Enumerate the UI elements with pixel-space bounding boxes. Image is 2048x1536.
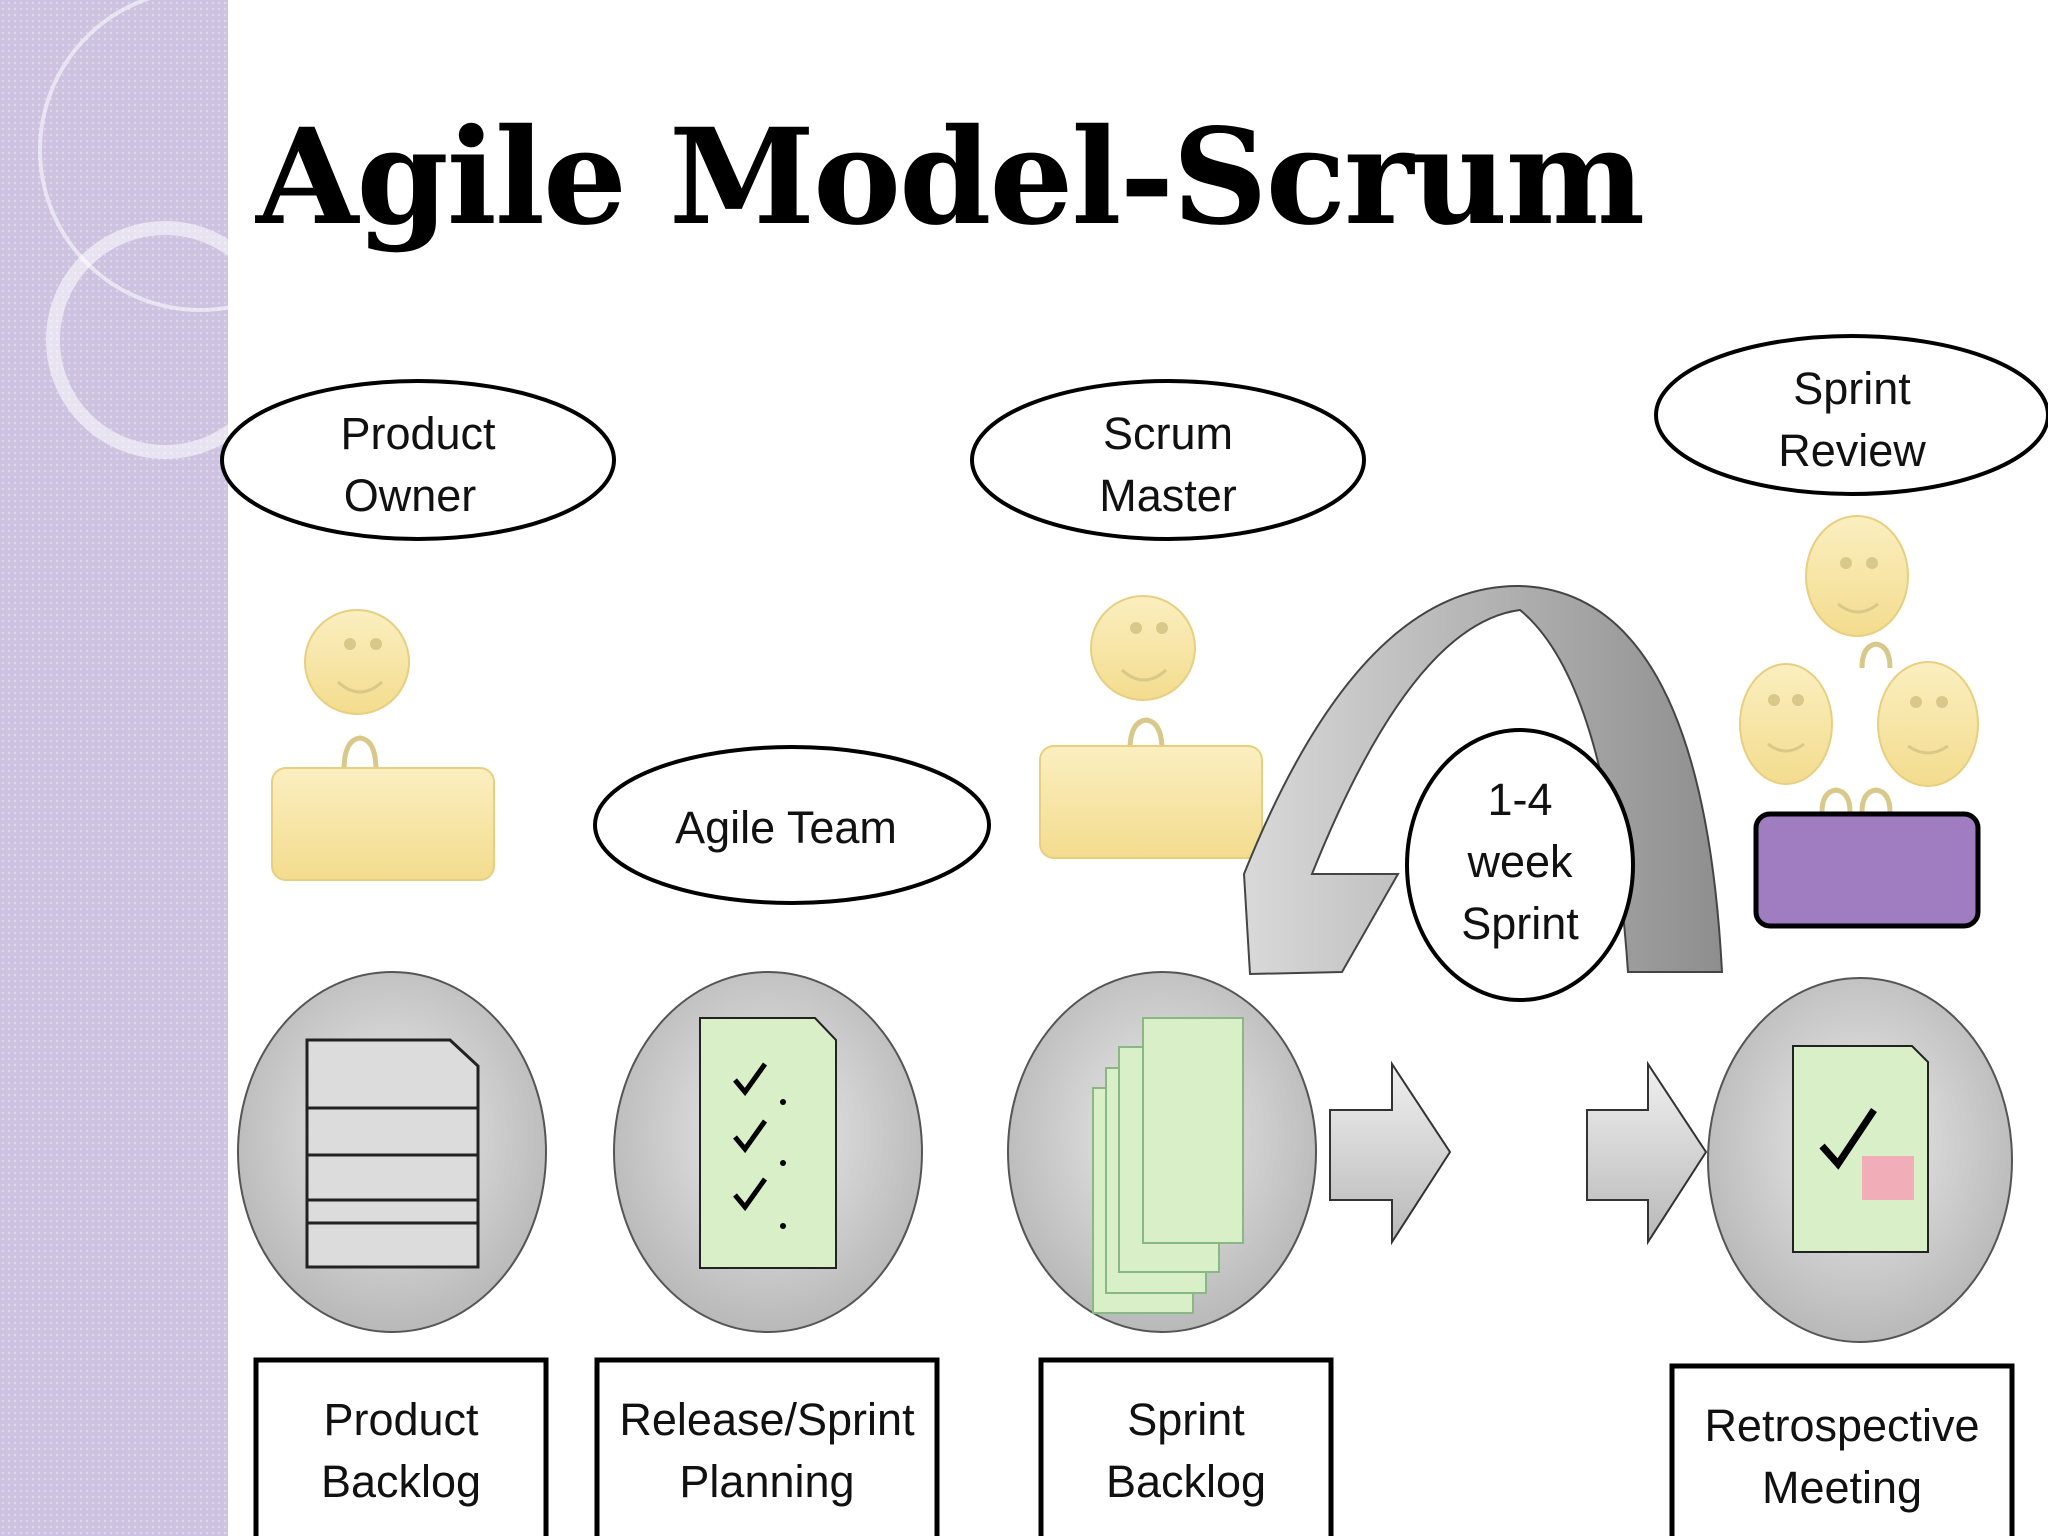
sprint-backlog-label-line1: Sprint (1127, 1394, 1245, 1445)
flow-arrow-2-icon (1586, 1060, 1708, 1246)
release-planning-box: Release/Sprint Planning (594, 1357, 940, 1536)
sprint-loop-label-line1: 1-4 (1487, 774, 1552, 825)
agile-team-label: Agile Team (675, 802, 897, 853)
release-planning-label-line1: Release/Sprint (619, 1394, 915, 1445)
retrospective-label-line2: Meeting (1762, 1462, 1922, 1513)
sidebar-decoration (0, 0, 362, 1536)
product-owner-label-line1: Product (340, 408, 496, 459)
sprint-review-label-line1: Sprint (1793, 363, 1911, 414)
sprint-backlog-box: Sprint Backlog (1038, 1357, 1334, 1536)
sprint-loop-ellipse: 1-4 week Sprint (1405, 728, 1635, 1002)
product-backlog-label-line2: Backlog (321, 1456, 481, 1507)
scrum-master-ellipse: Scrum Master (970, 379, 1366, 541)
flow-arrow-1-icon (1329, 1060, 1452, 1246)
product-owner-label-line2: Owner (344, 470, 477, 521)
product-backlog-box: Product Backlog (253, 1357, 549, 1536)
agile-team-ellipse: Agile Team (593, 745, 991, 905)
sprint-backlog-label-line2: Backlog (1106, 1456, 1266, 1507)
retrospective-label-line1: Retrospective (1704, 1400, 1979, 1451)
scrum-master-label-line2: Master (1099, 470, 1237, 521)
sprint-review-ellipse: Sprint Review (1654, 334, 2048, 496)
retrospective-document-icon (1707, 977, 2013, 1343)
product-backlog-icon (237, 971, 547, 1333)
sprint-backlog-stack-icon (1007, 971, 1317, 1333)
release-planning-label-line2: Planning (679, 1456, 854, 1507)
sprint-review-label-line2: Review (1778, 425, 1926, 476)
sprint-review-team-icon (1739, 515, 1981, 929)
product-owner-ellipse: Product Owner (220, 379, 616, 541)
sprint-loop-label-line3: Sprint (1461, 898, 1579, 949)
release-planning-checklist-icon (613, 971, 923, 1333)
scrum-master-figure-icon (1039, 595, 1263, 859)
scrum-master-label-line1: Scrum (1103, 408, 1233, 459)
product-owner-figure-icon (271, 609, 495, 881)
sprint-loop-label-line2: week (1466, 836, 1573, 887)
sprint-loop-arrow-icon (1242, 584, 1724, 976)
slide-title: Agile Model-Scrum (256, 100, 1645, 255)
product-backlog-label-line1: Product (323, 1394, 479, 1445)
retrospective-box: Retrospective Meeting (1669, 1363, 2015, 1536)
